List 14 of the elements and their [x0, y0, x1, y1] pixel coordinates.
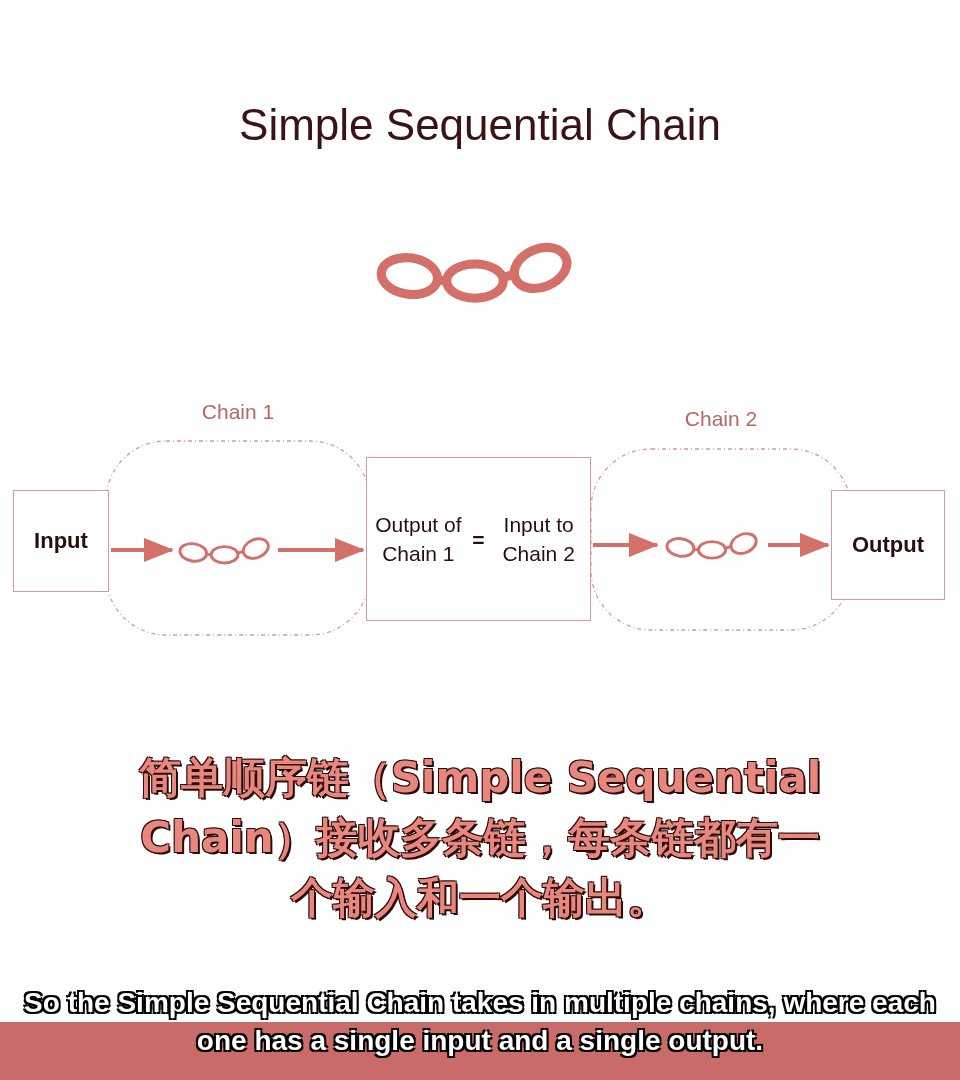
arrow — [111, 538, 174, 562]
input-box: Input — [13, 490, 109, 592]
arrow — [278, 538, 365, 562]
chain-label: Chain 2 — [683, 407, 759, 431]
arrow — [593, 533, 659, 557]
output-box: Output — [831, 490, 945, 600]
box-text: Output of Chain 1 — [374, 512, 463, 567]
equation-box — [366, 457, 591, 621]
equals-sign: = — [472, 526, 485, 553]
box-text: Input to Chain 2 — [501, 512, 576, 567]
title: Simple Sequential Chain — [238, 100, 722, 150]
arrow — [768, 533, 830, 557]
subtitle-text: 简单顺序链（Simple Sequential Chain）接收多条链，每条链都有一个输入和一个输出。 — [137, 752, 823, 924]
chain-label: Chain 1 — [200, 400, 276, 424]
